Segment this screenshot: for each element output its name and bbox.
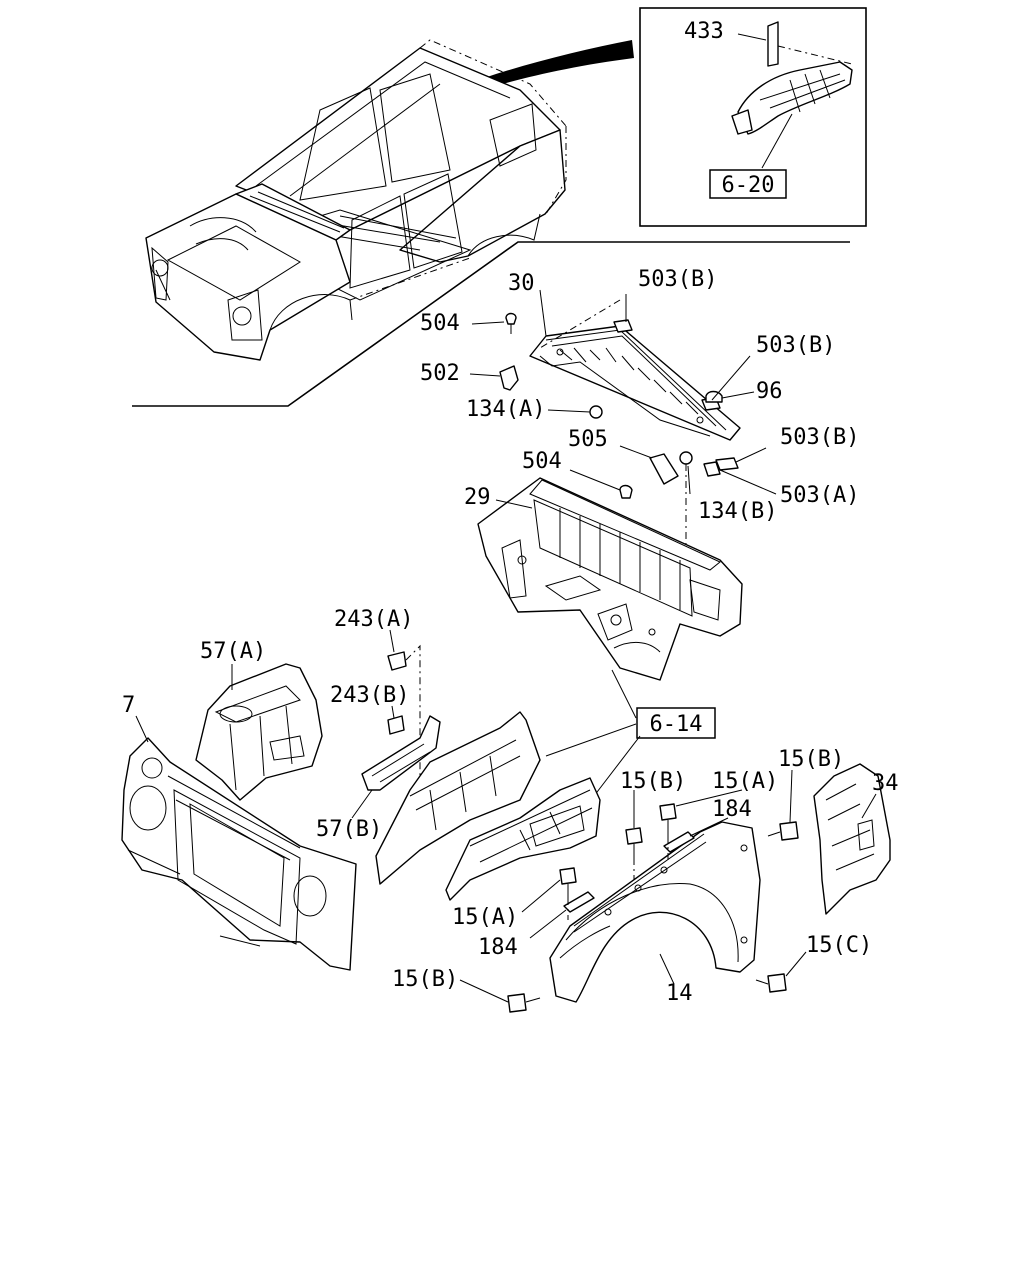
label-134b: 134(B) — [698, 499, 777, 524]
vehicle-body-illustration — [132, 39, 850, 407]
label-503b-2: 503(B) — [756, 333, 835, 358]
inset-reference-label: 6-20 — [722, 173, 775, 198]
label-504-mid: 504 — [522, 449, 562, 474]
part-7-radiator-support — [121, 715, 357, 971]
part-57a-apron — [195, 663, 323, 801]
label-30: 30 — [508, 271, 535, 296]
label-503b-3: 503(B) — [780, 425, 859, 450]
label-502: 502 — [420, 361, 460, 386]
label-15b-2: 15(B) — [778, 747, 844, 772]
main-reference-box — [636, 707, 716, 739]
label-15c: 15(C) — [806, 933, 872, 958]
label-34: 34 — [872, 771, 899, 796]
label-29: 29 — [464, 485, 491, 510]
label-134a: 134(A) — [466, 397, 545, 422]
label-505: 505 — [568, 427, 608, 452]
label-15a-2: 15(A) — [452, 905, 518, 930]
label-15a-1: 15(A) — [712, 769, 778, 794]
main-reference: 6-14 — [545, 669, 716, 797]
part-30-cowl-panel — [469, 289, 777, 560]
main-reference-label: 6-14 — [650, 712, 703, 737]
label-243b: 243(B) — [330, 683, 409, 708]
inset-reference-box — [709, 169, 787, 199]
label-504-top: 504 — [420, 311, 460, 336]
part-34-splash-panel — [813, 763, 891, 915]
label-243a: 243(A) — [334, 607, 413, 632]
inner-fender-panels — [375, 711, 601, 901]
part-29-dash-panel — [477, 477, 743, 681]
fasteners-15-184 — [459, 769, 807, 1013]
callout-labels: 30 503(B) 504 503(B) 502 96 134(A) 503(B… — [122, 267, 899, 1006]
label-15b-3: 15(B) — [392, 967, 458, 992]
part-243-bolts-57b — [351, 629, 441, 820]
label-15b-1: 15(B) — [620, 769, 686, 794]
label-57b: 57(B) — [316, 817, 382, 842]
label-503b-1: 503(B) — [638, 267, 717, 292]
part-14-fender — [549, 821, 761, 1003]
label-7: 7 — [122, 693, 135, 718]
label-14: 14 — [666, 981, 693, 1006]
inset-panel: 6-20 433 — [639, 7, 867, 227]
label-433: 433 — [684, 19, 724, 44]
label-96: 96 — [756, 379, 783, 404]
label-57a: 57(A) — [200, 639, 266, 664]
label-184-1: 184 — [712, 797, 752, 822]
label-184-2: 184 — [478, 935, 518, 960]
label-503a: 503(A) — [780, 483, 859, 508]
